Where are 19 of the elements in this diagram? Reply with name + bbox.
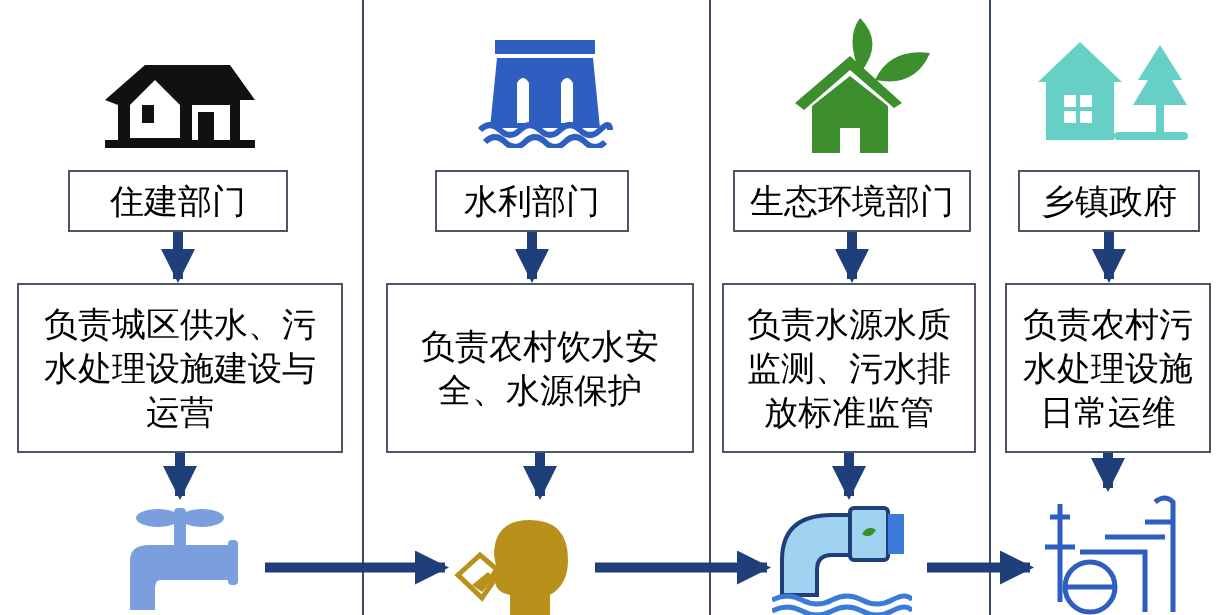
duty-box: 负责农村污水处理设施日常运维	[1005, 283, 1211, 453]
department-box: 住建部门	[68, 170, 288, 232]
arrow	[832, 453, 866, 500]
department-box: 生态环境部门	[733, 170, 971, 232]
arrow	[835, 232, 869, 283]
arrow	[161, 232, 195, 283]
duty-box: 负责农村饮水安全、水源保护	[386, 283, 694, 453]
department-box: 乡镇政府	[1018, 170, 1200, 232]
arrow	[515, 232, 549, 283]
arrow	[265, 550, 449, 585]
arrow	[927, 550, 1034, 585]
duty-box: 负责城区供水、污水处理设施建设与运营	[17, 283, 343, 453]
duty-box: 负责水源水质监测、污水排放标准监管	[722, 283, 976, 453]
arrow	[163, 453, 197, 500]
department-box: 水利部门	[435, 170, 629, 232]
arrow	[595, 550, 771, 585]
arrow	[523, 453, 557, 500]
arrow	[1091, 453, 1125, 492]
arrow	[1092, 232, 1126, 283]
